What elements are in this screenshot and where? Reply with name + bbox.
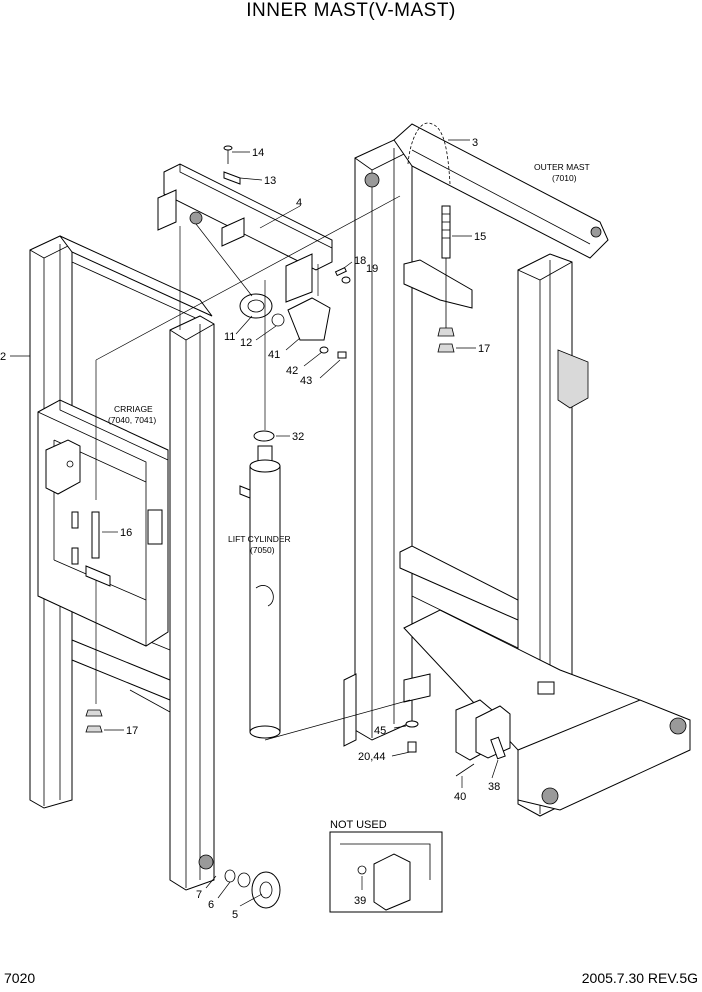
carriage[interactable] (37, 399, 169, 647)
carriage-anchor-bolt[interactable] (85, 511, 111, 587)
inner-mast[interactable] (29, 235, 215, 891)
note-not-used: NOT USED (330, 819, 387, 831)
washer-bolt[interactable] (405, 720, 419, 753)
chain-bracket[interactable] (287, 297, 331, 341)
callout-19: 19 (366, 263, 378, 275)
page-number: 7020 (4, 970, 36, 986)
callout-11: 11 (224, 331, 235, 343)
chain-guide-crosshead[interactable] (157, 163, 333, 303)
callout-16: 16 (120, 527, 132, 539)
callout-41: 41 (268, 349, 280, 361)
callout-7: 7 (196, 889, 202, 901)
carriage-nuts-17[interactable] (85, 709, 103, 733)
callout-3: 3 (472, 137, 478, 149)
notes: OUTER MAST (7010) CRRIAGE (7040, 7041) L… (108, 162, 590, 831)
page-title: INNER MAST(V-MAST) (246, 0, 456, 21)
callout-40: 40 (454, 791, 466, 803)
note-carriage-code: (7040, 7041) (108, 415, 156, 425)
small-washer-bolt[interactable] (319, 266, 351, 359)
callout-6: 6 (208, 899, 214, 911)
callout-39: 39 (354, 895, 366, 907)
bottom-roller[interactable] (198, 854, 281, 909)
callout-38: 38 (488, 781, 500, 793)
revision-date: 2005.7.30 REV.5G (581, 970, 698, 986)
note-lift-cylinder-name: LIFT CYLINDER (228, 534, 291, 544)
callout-18: 18 (354, 255, 366, 267)
sheave[interactable] (239, 293, 273, 319)
note-lift-cylinder-code: (7050) (250, 545, 275, 555)
callout-42: 42 (286, 365, 298, 377)
callout-labels: 2 3 4 5 6 7 11 12 13 14 15 16 17 17 18 1… (0, 137, 500, 921)
callout-17-inner: 17 (126, 725, 138, 737)
small-bolt-14[interactable] (223, 145, 241, 185)
lift-cylinder[interactable] (239, 430, 281, 739)
anchor-bolt[interactable] (437, 205, 455, 353)
not-used-box (329, 831, 443, 913)
leader-lines (10, 139, 499, 907)
note-outer-mast-code: (7010) (552, 173, 577, 183)
outer-mast[interactable] (343, 123, 691, 817)
callout-5: 5 (232, 909, 238, 921)
callout-20-44: 20,44 (358, 751, 386, 763)
cotter-pin[interactable] (455, 763, 475, 777)
callout-12: 12 (240, 337, 252, 349)
callout-15: 15 (474, 231, 486, 243)
callout-2: 2 (0, 351, 6, 363)
callout-45: 45 (374, 725, 386, 737)
callout-13: 13 (264, 175, 276, 187)
guide-lines (95, 195, 411, 741)
callout-43: 43 (300, 375, 312, 387)
note-carriage-name: CRRIAGE (114, 404, 153, 414)
note-outer-mast-name: OUTER MAST (534, 162, 590, 172)
callout-4: 4 (296, 197, 302, 209)
callout-14: 14 (252, 147, 264, 159)
snap-ring[interactable] (271, 313, 285, 327)
pin-bracket[interactable] (455, 699, 511, 761)
lift-chain[interactable] (407, 122, 451, 185)
callout-32: 32 (292, 431, 304, 443)
callout-17-outer: 17 (478, 343, 490, 355)
